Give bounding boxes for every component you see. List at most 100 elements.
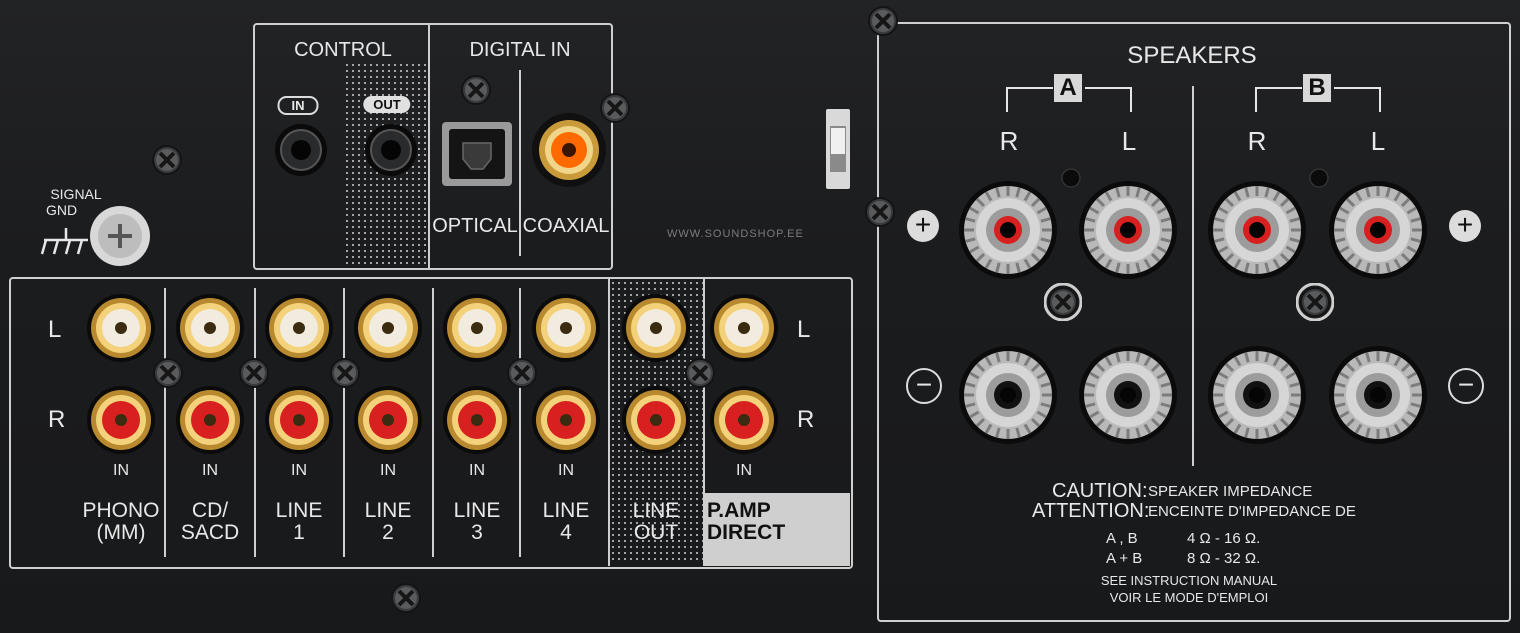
rca-jack-line1-r[interactable] [265, 386, 333, 454]
minus-icon-right: − [1448, 368, 1484, 404]
col-sep-4 [432, 288, 434, 557]
col-name-line2-2: 2 [382, 521, 394, 544]
led-indicator-b [1309, 168, 1329, 188]
plus-left-text: + [914, 209, 932, 240]
speaker-post-a-l-plus[interactable] [1078, 180, 1178, 280]
col-sep-2 [254, 288, 256, 557]
col-name-line4-1: LINE [542, 499, 590, 522]
screw-coaxial-icon [600, 93, 630, 123]
screw-input-2-icon [239, 358, 269, 388]
speaker-post-a-l-minus[interactable] [1078, 345, 1178, 445]
control-digital-box [253, 23, 613, 270]
control-title: CONTROL [294, 39, 392, 61]
screw-digital-icon [461, 75, 491, 105]
col-name-line1-2: 1 [293, 521, 305, 544]
col-io-line1: IN [291, 462, 307, 479]
plus-icon-left: + [907, 210, 939, 242]
col-sep-6 [608, 279, 610, 566]
rca-jack-line-out-l[interactable] [622, 294, 690, 362]
col-name-line4-2: 4 [560, 521, 572, 544]
speakers-title: SPEAKERS [1127, 42, 1257, 69]
group-a-letter: A [1054, 74, 1082, 102]
col-name-phono-2: (MM) [96, 521, 146, 544]
spk-a-r-label: R [999, 126, 1019, 156]
col-io-pamp: IN [736, 462, 752, 479]
ground-icon [40, 228, 88, 255]
col-io-line2: IN [380, 462, 396, 479]
col-name-pamp-2: DIRECT [707, 521, 786, 544]
rca-jack-line-out-r[interactable] [622, 386, 690, 454]
screw-speaker-b-icon [1296, 283, 1334, 321]
col-name-lineout-1: LINE [632, 499, 680, 522]
voir-mode-text: VOIR LE MODE D'EMPLOI [1109, 590, 1269, 605]
screw-input-1-icon [153, 358, 183, 388]
rca-jack-phono-l[interactable] [87, 294, 155, 362]
speaker-post-a-r-plus[interactable] [958, 180, 1058, 280]
optical-jack[interactable] [441, 121, 513, 187]
screw-input-5-icon [685, 358, 715, 388]
col-sep-5 [519, 288, 521, 557]
screw-bottom-icon [391, 583, 421, 613]
col-io-line4: IN [558, 462, 574, 479]
impedance-value-1: 4 Ω - 16 Ω. [1187, 530, 1261, 547]
rca-jack-p-amp-l[interactable] [710, 294, 778, 362]
col-sep-1 [164, 288, 166, 557]
screw-speaker-a-icon [1044, 283, 1082, 321]
p-amp-direct-band [704, 493, 850, 566]
speakers-ab-divider [1192, 86, 1194, 466]
coaxial-label: COAXIAL [522, 215, 610, 237]
group-b-bracket [1255, 87, 1381, 112]
col-name-cd-2: SACD [180, 521, 240, 544]
speaker-post-b-r-plus[interactable] [1207, 180, 1307, 280]
col-name-line3-1: LINE [453, 499, 501, 522]
rca-jack-line2-r[interactable] [354, 386, 422, 454]
slide-switch[interactable] [825, 108, 851, 190]
screw-speaker-edge-icon [865, 197, 895, 227]
col-io-cd: IN [202, 462, 218, 479]
coaxial-jack[interactable] [531, 112, 607, 188]
row-label-l-right: L [797, 316, 811, 343]
rca-jack-cd-l[interactable] [176, 294, 244, 362]
see-manual-text: SEE INSTRUCTION MANUAL [1100, 573, 1278, 588]
rca-jack-line3-r[interactable] [443, 386, 511, 454]
impedance-en: SPEAKER IMPEDANCE [1148, 483, 1313, 500]
rca-jack-p-amp-r[interactable] [710, 386, 778, 454]
control-out-jack[interactable] [364, 123, 418, 177]
optical-label: OPTICAL [432, 215, 518, 237]
screw-input-3-icon [330, 358, 360, 388]
rca-jack-line2-l[interactable] [354, 294, 422, 362]
col-name-phono-1: PHONO [82, 499, 160, 522]
rca-jack-cd-r[interactable] [176, 386, 244, 454]
rca-jack-line4-l[interactable] [532, 294, 600, 362]
attention-label: ATTENTION: [1032, 500, 1150, 522]
rca-jack-line4-r[interactable] [532, 386, 600, 454]
plus-right-text: + [1456, 209, 1474, 240]
speakers-box [877, 22, 1511, 622]
speaker-post-b-l-minus[interactable] [1328, 345, 1428, 445]
rca-jack-phono-r[interactable] [87, 386, 155, 454]
row-label-l-left: L [48, 316, 62, 343]
speaker-post-a-r-minus[interactable] [958, 345, 1058, 445]
rca-jack-line3-l[interactable] [443, 294, 511, 362]
impedance-value-2: 8 Ω - 32 Ω. [1187, 550, 1261, 567]
signal-gnd-terminal[interactable] [88, 204, 156, 268]
speaker-post-b-l-plus[interactable] [1328, 180, 1428, 280]
col-sep-3 [343, 288, 345, 557]
rca-jack-line1-l[interactable] [265, 294, 333, 362]
minus-left-text: − [915, 369, 933, 400]
spk-b-l-label: L [1370, 126, 1386, 156]
watermark: WWW.SOUNDSHOP.EE [667, 228, 804, 240]
screw-top-icon [868, 6, 898, 36]
spk-b-r-label: R [1247, 126, 1267, 156]
row-label-r-right: R [797, 406, 815, 433]
col-io-phono: IN [113, 462, 129, 479]
speaker-post-b-r-minus[interactable] [1207, 345, 1307, 445]
signal-gnd-label-2: GND [46, 202, 78, 218]
control-in-jack[interactable] [274, 123, 328, 177]
signal-gnd-label-1: SIGNAL [50, 186, 102, 202]
minus-right-text: − [1457, 369, 1475, 400]
screw-left-upper-icon [152, 145, 182, 175]
control-out-badge: OUT [363, 96, 411, 113]
optical-coaxial-divider [519, 70, 521, 256]
col-sep-7 [703, 279, 705, 566]
